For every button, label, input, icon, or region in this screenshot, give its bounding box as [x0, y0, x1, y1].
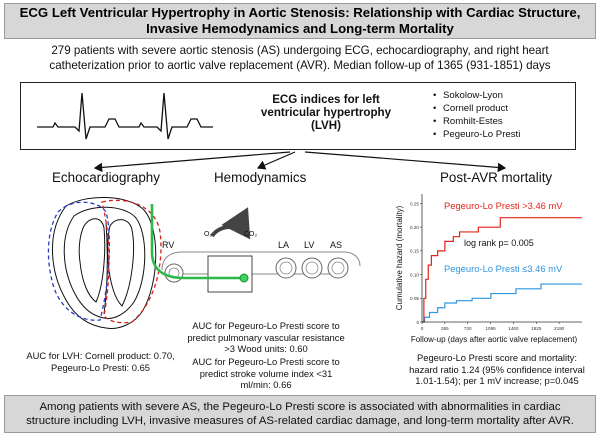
lv-chamber-inner	[305, 261, 319, 275]
y-tick-label-2: 0.10	[410, 272, 419, 277]
rv-label: RV	[162, 240, 174, 250]
branch-arrows	[93, 151, 507, 173]
chart-logrank-annotation: log rank p= 0.005	[464, 238, 534, 248]
arrow-to-hemo	[256, 151, 296, 170]
ecg-trace-icon	[37, 92, 213, 140]
lv-label: LV	[304, 240, 314, 250]
conclusion-banner: Among patients with severe AS, the Pegeu…	[4, 395, 596, 433]
echo-heading: Echocardiography	[52, 170, 160, 185]
page-title: ECG Left Ventricular Hypertrophy in Aort…	[19, 5, 581, 36]
index-cornell-product: Cornell product	[433, 102, 520, 115]
septum-line	[103, 221, 108, 315]
right-heart-catheter	[150, 204, 244, 280]
lvh-box-title: ECG indices for left ventricular hypertr…	[260, 93, 392, 132]
aortic-valve-inner	[331, 261, 345, 275]
legend-high-score: Pegeuro-Lo Presti >3.46 mV	[444, 200, 563, 211]
hemo-result-pvr: AUC for Pegeuro-Lo Presti score to predi…	[187, 320, 345, 355]
x-tick-label-2: 730	[464, 326, 472, 331]
y-tick-label-1: 0.05	[410, 296, 419, 301]
y-tick-label-4: 0.20	[410, 225, 419, 230]
as-label: AS	[330, 240, 342, 250]
right-ventricle-chamber	[107, 219, 135, 307]
study-summary: 279 patients with severe aortic stenosis…	[49, 44, 551, 72]
gas-exchange-arrow	[210, 207, 251, 240]
red-lv-contour	[101, 199, 162, 324]
x-tick-label-6: 2190	[554, 326, 565, 331]
heart-outer-outline	[51, 197, 157, 329]
y-tick-label-5: 0.25	[410, 201, 419, 206]
index-pegeuro-lo-presti: Pegeuro-Lo Presti	[433, 128, 520, 141]
chart-y-axis-label: Cumulative hazard (mortality)	[395, 205, 404, 310]
heart-echo-illustration	[47, 197, 162, 329]
series-line-1	[422, 283, 582, 323]
heart-inner-outline	[63, 206, 146, 319]
la-chamber-inner	[279, 261, 293, 275]
echo-result: AUC for LVH: Cornell product: 0.70, Pege…	[26, 350, 175, 373]
title-banner: ECG Left Ventricular Hypertrophy in Aort…	[4, 3, 596, 39]
left-ventricle-chamber	[78, 218, 106, 303]
blue-lv-contour	[47, 201, 111, 321]
index-sokolow-lyon: Sokolow-Lyon	[433, 89, 520, 102]
mortality-heading: Post-AVR mortality	[440, 170, 553, 185]
x-tick-label-0: 0	[421, 326, 424, 331]
y-tick-label-3: 0.15	[410, 249, 419, 254]
ecg-lvh-box: ECG indices for left ventricular hypertr…	[20, 82, 576, 150]
catheter-tip	[239, 273, 249, 283]
legend-low-score: Pegeuro-Lo Presti ≤3.46 mV	[444, 263, 563, 274]
ecg-index-list: Sokolow-Lyon Cornell product Romhilt-Est…	[433, 89, 520, 141]
co2-label: CO₂	[244, 231, 258, 238]
mortality-result: Pegeuro-Lo Presti score and mortality: h…	[409, 352, 585, 387]
chart-x-axis-label: Follow-up (days after aortic valve repla…	[411, 335, 578, 344]
cumulative-hazard-chart: 0.25 0.20 0.15 0.10 0.05 0 2190 1825 1460 1095 730…	[395, 194, 582, 344]
hemo-heading: Hemodynamics	[214, 170, 307, 185]
hemo-result-svi: AUC for Pegeuro-Lo Presti score to predi…	[192, 356, 340, 391]
x-tick-label-4: 1460	[508, 326, 519, 331]
o2-label: O₂	[204, 231, 212, 238]
la-label: LA	[278, 240, 289, 250]
hemodynamics-circuit: O₂ CO₂ RV LA LV AS	[150, 204, 361, 293]
x-tick-label-3: 1095	[485, 326, 496, 331]
x-tick-label-1: 365	[441, 326, 449, 331]
conclusion-text: Among patients with severe AS, the Pegeu…	[26, 401, 574, 427]
arrow-to-echo	[93, 151, 291, 173]
index-romhilt-estes: Romhilt-Estes	[433, 115, 520, 128]
y-tick-label-0: 0	[416, 320, 419, 325]
series-line-0	[422, 217, 582, 323]
arrow-to-mortality	[304, 151, 507, 173]
circulation-tube-outer	[161, 251, 361, 271]
x-tick-label-5: 1825	[531, 326, 542, 331]
